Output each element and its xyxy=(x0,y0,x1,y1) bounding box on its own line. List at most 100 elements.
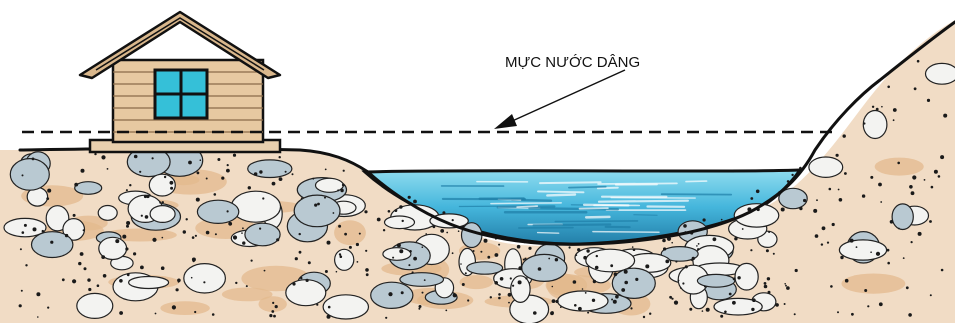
soil-dot xyxy=(768,231,770,233)
soil-dot xyxy=(452,252,454,254)
soil-dot xyxy=(364,210,367,213)
soil-dot xyxy=(170,187,173,190)
soil-dot xyxy=(893,119,895,121)
water-streak xyxy=(593,232,659,233)
soil-dot xyxy=(480,251,482,253)
soil-dot xyxy=(196,198,200,202)
soil-dot xyxy=(418,308,420,310)
soil-patch xyxy=(334,220,366,245)
soil-patch xyxy=(160,301,209,315)
soil-dot xyxy=(195,235,197,237)
pebble xyxy=(462,223,482,248)
soil-dot xyxy=(729,293,732,296)
soil-dot xyxy=(897,162,900,165)
pebble xyxy=(511,276,530,303)
soil-dot xyxy=(197,172,200,175)
soil-dot xyxy=(357,261,359,263)
soil-dot xyxy=(327,241,331,245)
soil-patch xyxy=(842,274,906,294)
soil-dot xyxy=(803,199,806,202)
soil-dot xyxy=(271,310,274,313)
pebble xyxy=(926,63,955,84)
soil-dot xyxy=(528,247,531,250)
soil-dot xyxy=(314,204,317,207)
soil-dot xyxy=(227,164,229,166)
soil-dot xyxy=(192,236,195,239)
pebble xyxy=(522,254,567,281)
soil-dot xyxy=(583,256,587,260)
soil-dot xyxy=(385,317,387,319)
soil-dot xyxy=(119,279,123,283)
soil-dot xyxy=(413,257,417,261)
soil-dot xyxy=(756,190,760,194)
soil-dot xyxy=(586,249,589,252)
soil-dot xyxy=(343,170,345,172)
pebble xyxy=(10,159,49,191)
soil-dot xyxy=(685,265,688,268)
soil-dot xyxy=(870,176,873,179)
soil-dot xyxy=(465,272,467,274)
soil-dot xyxy=(359,233,361,235)
soil-dot xyxy=(665,260,669,264)
soil-dot xyxy=(235,282,237,284)
soil-dot xyxy=(786,286,790,290)
soil-dot xyxy=(425,233,427,235)
soil-dot xyxy=(144,195,147,198)
soil-dot xyxy=(518,280,522,284)
soil-dot xyxy=(145,215,149,219)
soil-dot xyxy=(73,214,76,217)
soil-dot xyxy=(21,290,23,292)
soil-dot xyxy=(845,279,849,283)
pebble xyxy=(467,262,503,274)
soil-dot xyxy=(272,302,274,304)
soil-dot xyxy=(494,281,498,285)
soil-dot xyxy=(74,183,78,187)
soil-dot xyxy=(614,272,618,276)
soil-dot xyxy=(78,262,81,265)
soil-dot xyxy=(262,197,264,199)
soil-dot xyxy=(273,315,276,318)
soil-dot xyxy=(440,229,444,233)
soil-dot xyxy=(840,256,843,259)
soil-dot xyxy=(890,220,894,224)
soil-dot xyxy=(732,301,736,305)
water-streak xyxy=(569,187,606,188)
pebble xyxy=(809,157,843,177)
soil-dot xyxy=(525,277,527,279)
soil-dot xyxy=(832,223,835,226)
soil-dot xyxy=(399,249,403,253)
soil-dot xyxy=(864,289,867,292)
soil-dot xyxy=(32,158,35,161)
soil-dot xyxy=(37,316,39,318)
soil-dot xyxy=(930,294,932,296)
soil-dot xyxy=(613,300,617,304)
soil-dot xyxy=(127,273,130,276)
soil-dot xyxy=(795,269,798,272)
soil-dot xyxy=(65,234,68,237)
soil-dot xyxy=(498,244,500,246)
soil-dot xyxy=(585,292,587,294)
soil-dot xyxy=(713,237,717,241)
soil-dot xyxy=(221,177,224,180)
soil-dot xyxy=(339,253,341,255)
soil-dot xyxy=(816,199,818,201)
soil-dot xyxy=(194,311,196,313)
soil-dot xyxy=(703,218,706,221)
soil-dot xyxy=(186,218,188,220)
soil-dot xyxy=(675,260,677,262)
soil-dot xyxy=(445,310,447,312)
soil-dot xyxy=(306,279,309,282)
soil-dot xyxy=(103,274,107,278)
soil-dot xyxy=(276,238,279,241)
soil-dot xyxy=(275,305,278,308)
soil-dot xyxy=(200,159,202,161)
soil-dot xyxy=(248,186,251,189)
soil-dot xyxy=(821,243,823,245)
soil-dot xyxy=(299,251,302,254)
soil-dot xyxy=(523,259,525,261)
soil-dot xyxy=(498,293,501,296)
soil-dot xyxy=(397,243,401,247)
soil-dot xyxy=(399,205,402,208)
soil-dot xyxy=(887,249,890,252)
soil-dot xyxy=(552,299,556,303)
